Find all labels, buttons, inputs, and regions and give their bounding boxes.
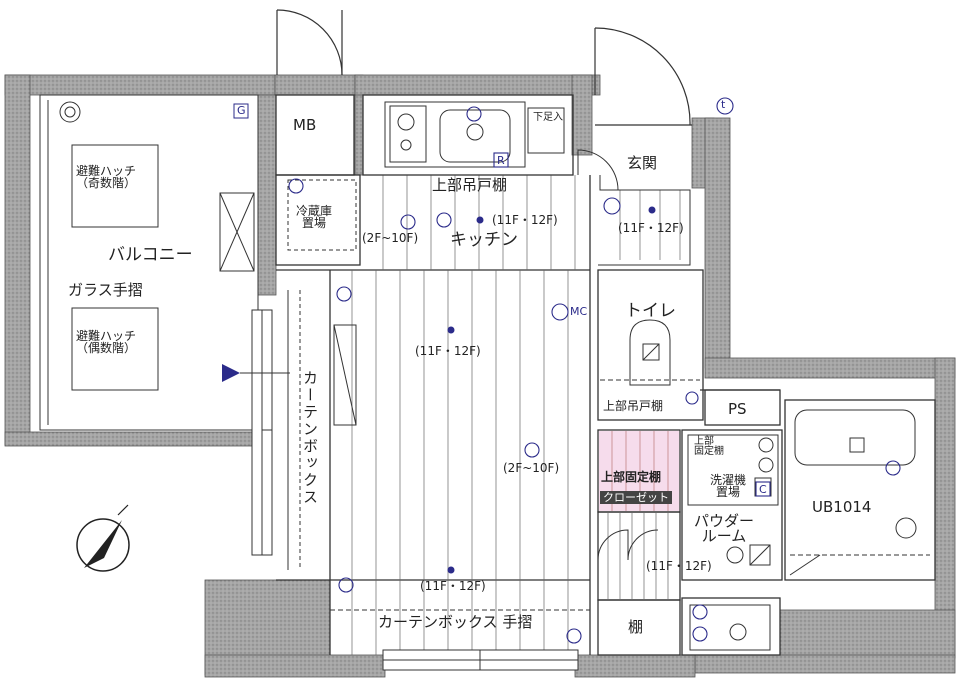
walls bbox=[4, 74, 956, 678]
shoe-box-label: 下足入 bbox=[533, 112, 563, 123]
hatch-even-label: 避難ハッチ （偶数階） bbox=[76, 329, 137, 355]
entrance-arrow-icon bbox=[222, 364, 290, 382]
closet-upper-label: 上部固定棚 bbox=[601, 470, 662, 484]
toilet-label: トイレ bbox=[625, 301, 676, 321]
kitchen-counter bbox=[384, 101, 565, 168]
floors-11-12-genkan: (11F・12F) bbox=[618, 221, 684, 235]
hatch-odd-label: 避難ハッチ （奇数階） bbox=[76, 164, 137, 190]
washer bbox=[687, 434, 779, 506]
mark-g: G bbox=[237, 104, 246, 117]
unit-outline bbox=[275, 94, 936, 656]
mark-mc: MC bbox=[570, 305, 588, 318]
washbasin-icon bbox=[689, 544, 771, 651]
entrance-door bbox=[594, 27, 692, 126]
kitchen-label: キッチン bbox=[450, 230, 518, 250]
floors-11-12-room: (11F・12F) bbox=[415, 344, 481, 358]
balcony-label: バルコニー bbox=[108, 245, 193, 265]
upper-cabinet-kitchen-label: 上部吊戸棚 bbox=[432, 176, 508, 194]
north-arrow-icon bbox=[76, 504, 130, 572]
ps-label: PS bbox=[728, 400, 747, 418]
balcony-window bbox=[251, 309, 273, 556]
floors-11-12-powder: (11F・12F) bbox=[646, 559, 712, 573]
mark-c: C bbox=[759, 483, 767, 496]
closet-label: クローゼット bbox=[600, 491, 672, 504]
genkan-label: 玄関 bbox=[627, 154, 658, 172]
floors-2-10-room: (2F~10F) bbox=[503, 461, 560, 475]
curtain-box-vertical-label: カーテンボックス bbox=[301, 370, 319, 506]
floors-11-12-kitchen: (11F・12F) bbox=[492, 213, 558, 227]
bathtub-icon bbox=[794, 409, 917, 539]
curtain-box-left bbox=[287, 290, 357, 570]
mb-label: MB bbox=[293, 116, 317, 134]
upper-cabinet-toilet-label: 上部吊戸棚 bbox=[603, 399, 664, 413]
balcony bbox=[39, 94, 259, 431]
toilet-icon bbox=[629, 319, 671, 386]
mark-r: R bbox=[497, 154, 505, 167]
floors-11-12-lower: (11F・12F) bbox=[420, 579, 486, 593]
ceiling-light-icon bbox=[447, 206, 656, 574]
ub-label: UB1014 bbox=[812, 498, 872, 516]
bottom-window bbox=[382, 649, 579, 671]
shelf-label: 棚 bbox=[628, 618, 644, 636]
fridge-label: 冷蔵庫 置場 bbox=[296, 204, 333, 230]
floor-boards bbox=[351, 175, 681, 655]
upper-fixed-shelf-small-label: 上部 固定棚 bbox=[694, 436, 724, 457]
powder-room-label: パウダー ルーム bbox=[694, 512, 755, 545]
curtain-box-rail-label: カーテンボックス 手摺 bbox=[378, 613, 533, 631]
floors-2-10-kitchen: (2F~10F) bbox=[362, 231, 419, 245]
glass-rail-label: ガラス手摺 bbox=[68, 281, 143, 299]
mb-door bbox=[276, 9, 343, 76]
mark-t: t bbox=[721, 98, 726, 111]
washer-label: 洗濯機 置場 bbox=[710, 473, 747, 499]
